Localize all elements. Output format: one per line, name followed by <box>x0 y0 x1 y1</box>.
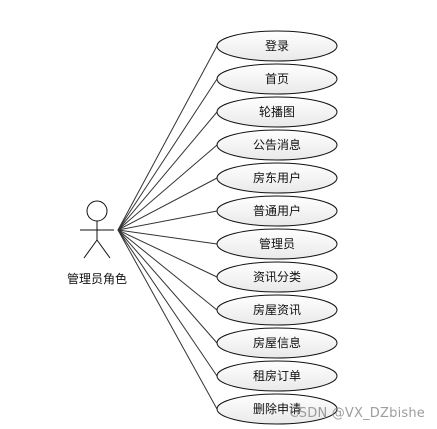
use-case-ellipse <box>216 261 338 293</box>
use-case-label: 删除申请 <box>253 401 301 416</box>
association-line <box>117 229 218 278</box>
association-line <box>117 144 218 231</box>
use-case: 租房订单 <box>216 360 338 392</box>
association-lines <box>117 45 218 410</box>
use-case: 管理员 <box>216 228 338 260</box>
use-case: 删除申请 <box>216 393 338 425</box>
use-case-label: 房屋信息 <box>253 335 301 350</box>
use-case-label: 房东用户 <box>253 170 301 185</box>
actor-right-leg <box>96 239 111 259</box>
use-case-ellipse <box>216 30 338 62</box>
use-case-ellipse <box>216 129 338 161</box>
use-case-label: 公告消息 <box>253 137 301 152</box>
use-case-label: 租房订单 <box>253 368 301 383</box>
use-case-label: 房屋资讯 <box>253 302 301 317</box>
use-case: 资讯分类 <box>216 261 338 293</box>
use-case-label: 首页 <box>265 72 289 86</box>
use-case-ellipse <box>216 96 338 128</box>
use-case: 登录 <box>216 30 338 62</box>
use-case-ellipse <box>216 294 338 326</box>
association-line <box>117 45 218 231</box>
association-line <box>117 78 218 231</box>
use-case: 轮播图 <box>216 96 338 128</box>
association-line <box>117 229 218 344</box>
use-case-ellipse <box>216 327 338 359</box>
use-case-ellipse <box>216 360 338 392</box>
association-line <box>117 229 218 245</box>
use-case-ellipse <box>216 228 338 260</box>
association-line <box>117 177 218 231</box>
use-case-label: 普通用户 <box>253 203 301 218</box>
use-case-label: 资讯分类 <box>253 270 301 284</box>
actor-label: 管理员角色 <box>67 271 127 286</box>
use-case-label: 登录 <box>265 38 289 53</box>
use-case-label: 轮播图 <box>259 105 295 119</box>
use-case-group: 登录首页轮播图公告消息房东用户普通用户管理员资讯分类房屋资讯房屋信息租房订单删除… <box>216 30 338 425</box>
use-case-label: 管理员 <box>259 236 295 251</box>
actor-head <box>86 200 108 222</box>
watermark: CSDN @VX_DZbishe <box>289 406 425 421</box>
use-case: 房屋资讯 <box>216 294 338 326</box>
association-line <box>117 111 218 231</box>
use-case-ellipse <box>216 393 338 425</box>
association-line <box>117 229 218 311</box>
use-case: 首页 <box>216 63 338 95</box>
association-line <box>117 229 218 410</box>
use-case: 公告消息 <box>216 129 338 161</box>
actor-left-leg <box>83 239 98 259</box>
use-case: 房东用户 <box>216 162 338 194</box>
use-case-ellipse <box>216 63 338 95</box>
use-case-ellipse <box>216 195 338 227</box>
use-case-ellipse <box>216 162 338 194</box>
actor-figure: 管理员角色 <box>67 200 127 286</box>
association-line <box>117 210 218 231</box>
use-case: 房屋信息 <box>216 327 338 359</box>
use-case: 普通用户 <box>216 195 338 227</box>
association-line <box>117 229 218 377</box>
